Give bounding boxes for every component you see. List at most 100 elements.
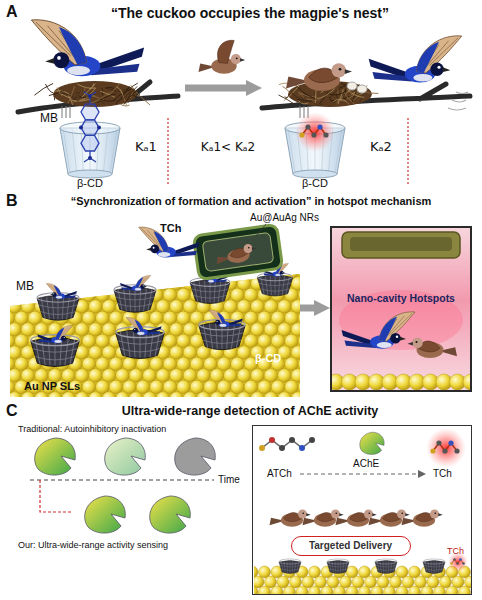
nest-twig (126, 86, 137, 100)
basket-weave (150, 331, 153, 357)
gold-nanoparticle (1, 288, 15, 302)
panel-a-art (18, 20, 470, 186)
motion-lines (448, 92, 468, 110)
atom (289, 437, 295, 443)
basket-weave (343, 561, 345, 573)
bird-wing (379, 312, 415, 341)
gold-superlattice (1, 265, 318, 405)
enzyme-shape (150, 496, 191, 533)
atom (299, 445, 305, 451)
tree-branch (18, 82, 178, 112)
node-text: Targeted Delivery (292, 540, 409, 552)
node-text: β-CD (255, 352, 281, 365)
leader-line (256, 224, 266, 236)
atom (448, 440, 453, 445)
gold-nanoparticle (62, 392, 76, 406)
bird-beak (372, 513, 377, 516)
nest-twig (84, 87, 85, 91)
gold-nanoparticle (251, 392, 265, 406)
bird-tail (37, 334, 54, 342)
bird-beak (50, 294, 53, 296)
hotspot-glow (331, 227, 471, 391)
basket-weave (441, 561, 443, 573)
gold-nanoparticle (143, 392, 157, 406)
gold-nanoparticle (305, 300, 319, 314)
bird-head (364, 510, 373, 519)
bird-head (52, 292, 56, 296)
red-glow (426, 428, 466, 468)
cup-base (68, 170, 112, 178)
bird-eye (281, 271, 283, 273)
bird-beak (283, 272, 285, 273)
gold-nanoparticle (8, 323, 22, 337)
enzyme-shape (35, 438, 76, 475)
bird-beak (45, 58, 54, 64)
gold-nanoparticle (298, 288, 312, 302)
nest-twig (116, 86, 130, 104)
scene-box: ATChAChETChTChTargeted Delivery (252, 425, 472, 595)
gold-nanoparticle (96, 265, 110, 279)
link-tick (62, 106, 63, 118)
bird-eye (416, 341, 418, 343)
gold-nanoparticle (459, 586, 471, 594)
atom (279, 445, 285, 451)
tch-molecule (295, 112, 335, 152)
nest-twig (82, 84, 96, 98)
basket-weave (280, 566, 300, 571)
cup-rib (81, 128, 83, 174)
bird-wing (46, 283, 61, 295)
basket-weave (47, 297, 50, 320)
scene-box: Nano-cavity Hotspots (330, 226, 472, 392)
bird-eye (64, 337, 65, 338)
beta-cd-basket (279, 559, 301, 574)
bird-head (215, 320, 220, 325)
atom (442, 448, 447, 453)
bird-head (298, 510, 307, 519)
nest-twig (57, 87, 62, 95)
tch-molecule (426, 428, 466, 468)
atom (305, 124, 310, 129)
bird-beak (306, 513, 311, 516)
benzene-ring (81, 135, 99, 151)
basket-weave (116, 297, 154, 307)
bird-beak (146, 248, 151, 251)
gold-nanoparticle (35, 392, 49, 406)
bird-belly (208, 280, 214, 282)
gold-nanoparticle (177, 265, 191, 279)
basket-rim (31, 335, 79, 346)
beta-cd-basket (31, 335, 79, 367)
gold-nanoparticle (371, 586, 383, 594)
basket-body (31, 338, 79, 367)
scene-box: MBβ-CDKₐ1 (15, 40, 185, 190)
bird-head (430, 63, 443, 76)
figure-label: B (6, 192, 18, 210)
bird-beak (345, 69, 352, 74)
gold-nanoparticle (463, 374, 471, 390)
magpie-bird (46, 283, 77, 298)
nest-twig (329, 91, 346, 94)
basket-body (327, 561, 349, 574)
bird-belly (67, 66, 90, 75)
gold-nanoparticle (305, 346, 319, 360)
bird-beak (130, 329, 133, 331)
gold-nanoparticle (8, 369, 22, 383)
gold-nanoparticle (210, 392, 224, 406)
bird-eye (153, 247, 155, 249)
basket-body (116, 330, 164, 359)
gold-nanoparticle (421, 586, 433, 594)
figure-label: “The cuckoo occupies the magpie's nest” (40, 5, 460, 21)
nest-twig (105, 87, 114, 89)
basket-weave (209, 324, 212, 349)
bird-eye (335, 512, 337, 514)
divider-dashed (407, 118, 408, 186)
atom (317, 124, 322, 129)
reaction-arrow-head (418, 470, 426, 478)
bird-head (61, 336, 66, 341)
beta-cd-basket (114, 285, 156, 313)
au-agau-nanorod (193, 224, 282, 279)
enzyme-body (105, 438, 146, 475)
gold-nanoparticle (434, 586, 446, 594)
gold-nanoparticle (156, 392, 170, 406)
nest-twig (304, 93, 320, 100)
